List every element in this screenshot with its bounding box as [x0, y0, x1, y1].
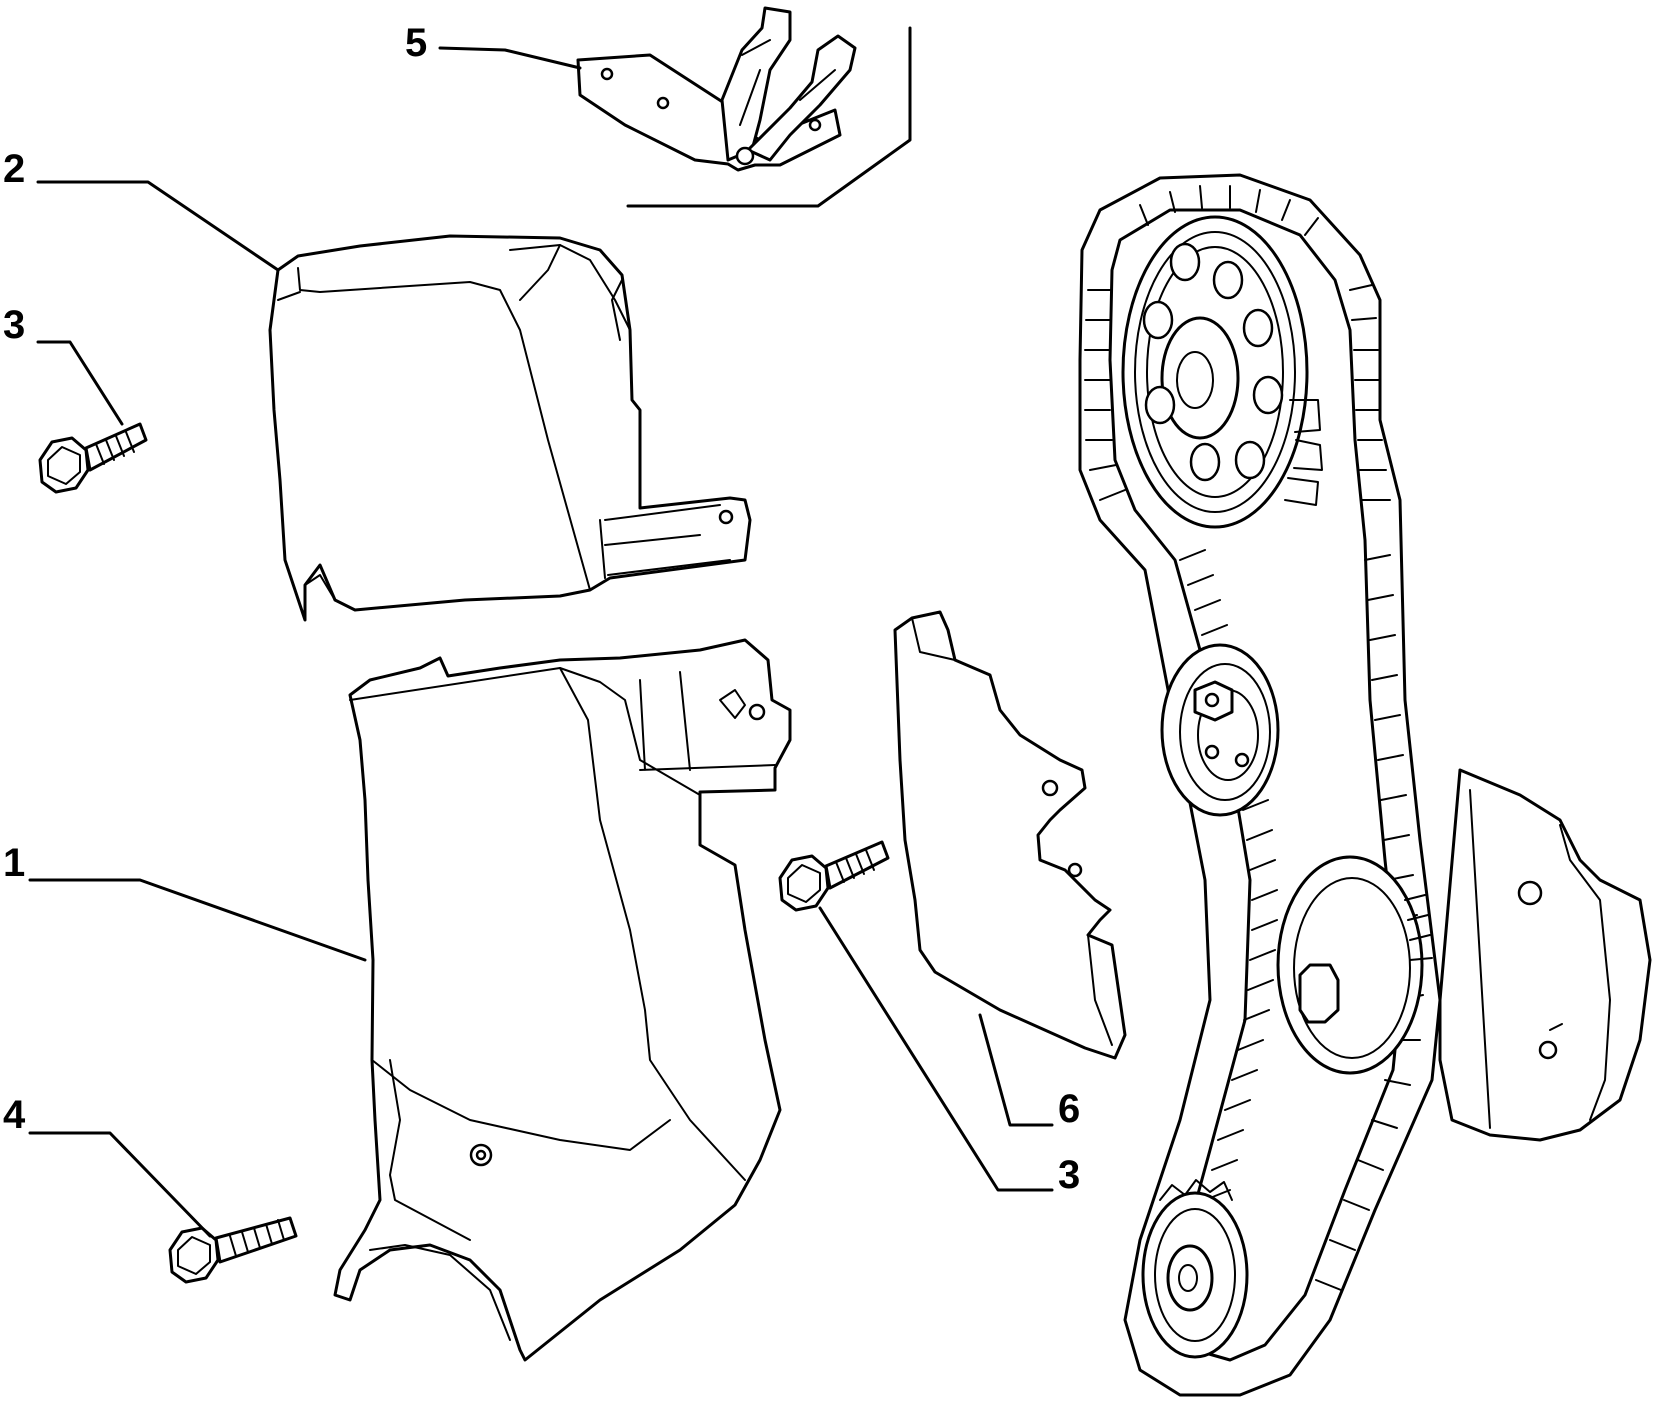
- crankshaft-sprocket: [1141, 1179, 1249, 1359]
- callout-3-middle: 3: [1058, 1153, 1080, 1197]
- part-5-bracket-clip: [576, 6, 912, 208]
- part-3-screw-upper-left: [38, 422, 148, 494]
- part-4-screw: [168, 1216, 298, 1284]
- callout-5: 5: [405, 21, 427, 65]
- callout-4: 4: [3, 1093, 26, 1137]
- callout-2: 2: [3, 147, 25, 191]
- part-1-lower-timing-cover: [333, 638, 792, 1362]
- part-6-guard-plate: [893, 610, 1127, 1060]
- timing-belt-assembly: [1078, 173, 1652, 1397]
- callout-3-upper-left: 3: [3, 303, 25, 347]
- tensioner-pulley: [1160, 643, 1280, 817]
- callout-labels: 5 2 3 1 4 6 3: [3, 21, 1080, 1197]
- callout-6: 6: [1058, 1087, 1080, 1131]
- part-3-screw-middle: [778, 840, 890, 912]
- engine-housing: [1438, 768, 1652, 1142]
- water-pump-pulley: [1276, 855, 1433, 1075]
- callout-1: 1: [3, 841, 25, 885]
- leader-lines: [28, 46, 1054, 1238]
- camshaft-sprocket: [1121, 215, 1323, 529]
- part-2-upper-timing-cover: [268, 234, 752, 622]
